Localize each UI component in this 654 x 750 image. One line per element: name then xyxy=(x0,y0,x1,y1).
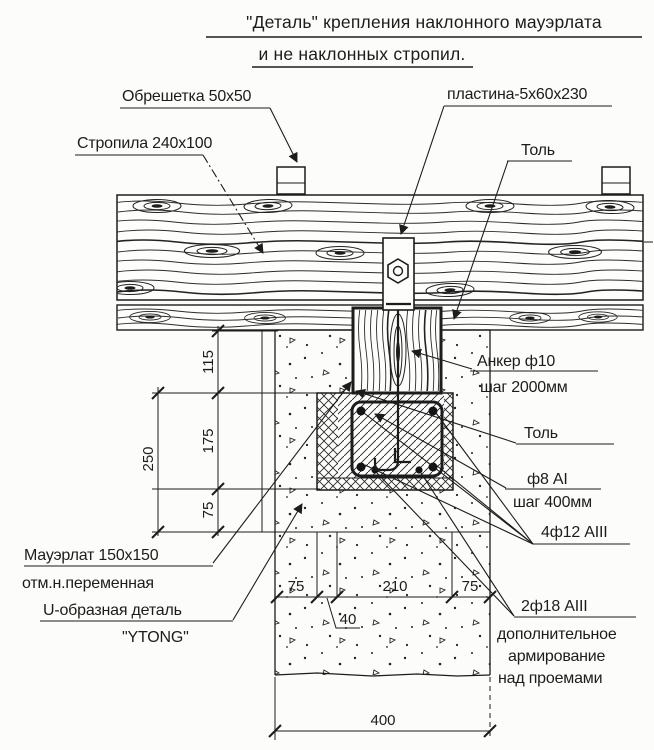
dim-75-right: 75 xyxy=(462,578,479,595)
stirrup-hook xyxy=(393,448,411,464)
leader-f12-3 xyxy=(364,464,534,545)
dim-115: 115 xyxy=(200,350,217,374)
label-f8-line2: шаг 400мм xyxy=(513,494,592,511)
nut-hole xyxy=(392,265,404,277)
wall-break-line xyxy=(274,672,491,677)
leader-tol-upper xyxy=(452,160,509,320)
label-tol-upper: Толь xyxy=(521,142,555,159)
label-obreshetka: Обрешетка 50x50 xyxy=(122,88,252,105)
label-f18-line4: над проемами xyxy=(498,670,602,687)
label-f8-line1: ф8 AI xyxy=(527,471,568,488)
dim-210: 210 xyxy=(382,578,407,595)
leader-tol-lower xyxy=(355,389,517,444)
left-dimension-chain: 115 175 75 250 xyxy=(140,324,320,539)
nut xyxy=(387,258,409,284)
label-f18-line3: армирование xyxy=(508,648,606,665)
leader-f12-4 xyxy=(363,412,534,545)
dim-40-leader xyxy=(326,597,360,629)
label-stropila: Стропила 240x100 xyxy=(77,135,212,152)
anchor-rod xyxy=(373,300,400,472)
dim-75-left: 75 xyxy=(288,578,305,595)
leader-f18-2 xyxy=(376,472,515,617)
label-anker-line1: Анкер ф10 xyxy=(477,353,555,370)
label-f18-line2: дополнительное xyxy=(497,626,617,643)
leader-f8 xyxy=(374,413,507,489)
label-u-detail-line1: U-образная деталь xyxy=(43,602,182,619)
label-plastina: пластина-5x60x230 xyxy=(447,86,588,103)
title-line2: и не наклонных стропил. xyxy=(259,44,466,64)
label-mauerlat-line2: отм.н.переменная xyxy=(22,575,154,592)
leader-f12-1 xyxy=(435,412,534,545)
rebar-2f18-dot xyxy=(415,466,423,474)
drawing-title: "Деталь" крепления наклонного мауэрлата … xyxy=(206,12,642,68)
label-u-detail-line2: "YTONG" xyxy=(122,629,189,646)
dim-40: 40 xyxy=(340,611,357,628)
leader-obreshetka xyxy=(269,107,298,163)
label-mauerlat-line1: Мауэрлат 150x150 xyxy=(24,547,159,564)
rebar-4f12-dot xyxy=(356,406,366,416)
leader-anker xyxy=(411,348,473,370)
concrete-core xyxy=(338,393,444,478)
rebar-4f12-dot xyxy=(356,462,366,472)
leader-stropila xyxy=(202,154,264,254)
fixing-plate xyxy=(382,237,415,311)
dim-175: 175 xyxy=(200,428,217,453)
leader-u-detail xyxy=(232,503,303,621)
label-tol-lower: Толь xyxy=(524,425,558,442)
u-block xyxy=(316,392,454,491)
dim-250: 250 xyxy=(140,446,157,471)
u-block-right-wall xyxy=(444,393,453,478)
label-f18-line1: 2ф18 AIII xyxy=(521,598,588,615)
rebar-4f12-dot xyxy=(428,406,438,416)
dim-400: 400 xyxy=(370,712,395,729)
u-block-left-wall xyxy=(317,393,338,478)
u-block-bottom-wall xyxy=(317,478,453,490)
batten-blocks xyxy=(276,166,631,195)
leader-mauerlat xyxy=(212,381,352,564)
label-f12: 4ф12 AIII xyxy=(541,524,608,541)
batten-block-right xyxy=(601,166,631,195)
leader-plastina xyxy=(399,105,445,235)
title-line1: "Деталь" крепления наклонного мауэрлата xyxy=(246,12,602,32)
label-anker-line2: шаг 2000мм xyxy=(480,379,568,396)
dim-75-vert: 75 xyxy=(200,502,217,519)
batten-block-left xyxy=(276,166,306,195)
callout-labels: Обрешетка 50x50 Стропила 240x100 пластин… xyxy=(22,86,636,687)
leader-lines xyxy=(202,105,534,621)
bottom-dimension-chain: 75 210 75 40 xyxy=(270,578,497,629)
leader-f18-1 xyxy=(420,472,515,617)
anchor-hook xyxy=(373,455,400,472)
dimension-400: 400 xyxy=(268,677,497,740)
rafter-beam xyxy=(116,194,653,301)
